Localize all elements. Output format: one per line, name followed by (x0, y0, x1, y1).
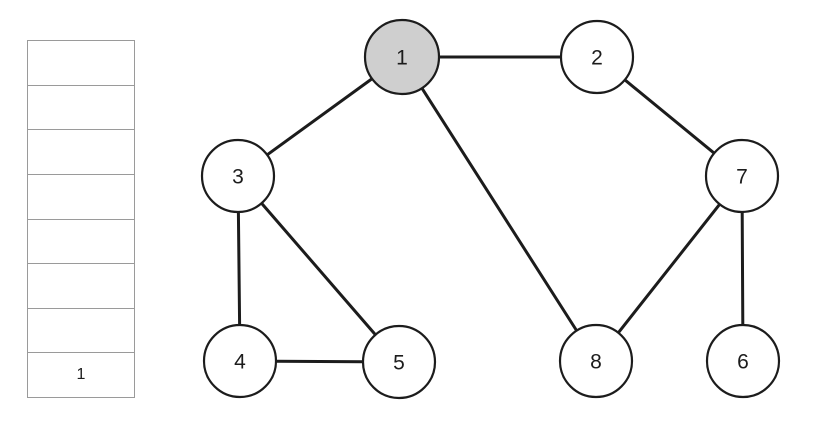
graph-edge (622, 77, 717, 156)
graph-node-8[interactable]: 8 (558, 323, 634, 399)
node-label: 7 (736, 166, 748, 189)
stack-cell (27, 84, 135, 130)
stack-container: 1 (27, 40, 135, 398)
node-circle[interactable] (705, 323, 781, 399)
node-label: 3 (232, 166, 244, 189)
edge-layer (236, 55, 745, 364)
node-circle[interactable] (361, 324, 437, 400)
node-label: 4 (234, 351, 246, 374)
graph-edge (419, 85, 579, 333)
graph-node-1[interactable]: 1 (363, 18, 441, 96)
node-circle[interactable] (704, 138, 780, 214)
stack-cell: 1 (27, 352, 135, 398)
node-layer: 1 2 3 7 4 5 8 6 (200, 18, 781, 400)
stack-cell (27, 173, 135, 219)
graph-edge (264, 76, 375, 157)
stack-cell (27, 218, 135, 264)
graph-edge (236, 209, 242, 328)
node-label: 1 (396, 47, 408, 70)
stack-cell (27, 129, 135, 174)
graph-node-6[interactable]: 6 (705, 323, 781, 399)
graph-node-3[interactable]: 3 (200, 138, 276, 214)
node-circle[interactable] (558, 323, 634, 399)
stack-cell (27, 307, 135, 353)
node-label: 8 (590, 351, 602, 374)
node-label: 2 (591, 47, 603, 70)
node-circle[interactable] (363, 18, 441, 96)
graph-node-2[interactable]: 2 (559, 19, 635, 95)
stack-cell (27, 263, 135, 308)
graph-edge (616, 201, 722, 336)
node-circle[interactable] (200, 138, 276, 214)
graph-edge (259, 200, 378, 338)
graph-node-4[interactable]: 4 (202, 323, 278, 399)
graph-node-5[interactable]: 5 (361, 324, 437, 400)
node-label: 6 (737, 351, 749, 374)
graph-edge (740, 209, 745, 328)
node-circle[interactable] (202, 323, 278, 399)
graph-node-7[interactable]: 7 (704, 138, 780, 214)
graph-edge (273, 359, 366, 364)
node-circle[interactable] (559, 19, 635, 95)
node-label: 5 (393, 352, 405, 375)
stack-cell (27, 40, 135, 85)
